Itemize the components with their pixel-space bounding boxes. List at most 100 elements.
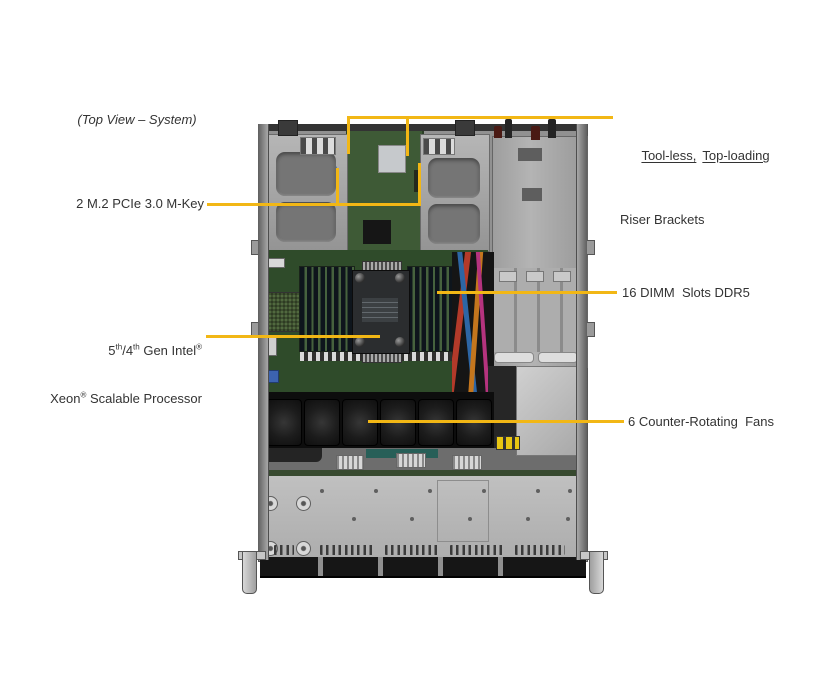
vent-slots bbox=[450, 545, 504, 555]
dimm-bank-right bbox=[407, 266, 459, 352]
screw bbox=[410, 517, 414, 521]
rack-ear-left-hook bbox=[242, 551, 257, 594]
riser-label-word2: Top-loading bbox=[702, 148, 770, 163]
cpu-screw bbox=[355, 273, 365, 283]
screw bbox=[296, 541, 311, 556]
processor-label-frag: 5 bbox=[108, 343, 116, 358]
riser-cutout bbox=[428, 204, 480, 244]
bay-divider bbox=[498, 557, 503, 576]
bottom-cover bbox=[262, 476, 586, 557]
callout-label-fans: 6 Counter-Rotating Fans bbox=[628, 414, 774, 429]
callout-line-m2-up2 bbox=[418, 163, 421, 206]
cpu-screw bbox=[355, 337, 365, 347]
psu-handle bbox=[538, 352, 578, 363]
vent-slots bbox=[274, 545, 294, 555]
riser-cutout bbox=[276, 202, 336, 242]
cover-outline bbox=[437, 480, 489, 542]
tray-connector bbox=[452, 455, 482, 470]
screw bbox=[526, 517, 530, 521]
callout-line-m2-up1 bbox=[336, 168, 339, 206]
bay-divider bbox=[318, 557, 323, 576]
hinge-right bbox=[455, 120, 475, 136]
processor-label-frag: Scalable Processor bbox=[86, 391, 202, 406]
callout-line-riser-drop1 bbox=[347, 116, 350, 154]
cable-bundle bbox=[452, 252, 494, 398]
callout-label-m2: 2 M.2 PCIe 3.0 M-Key bbox=[76, 196, 204, 211]
riser-pcb-chip bbox=[363, 220, 391, 244]
cpu-screw bbox=[395, 337, 405, 347]
vent-slots bbox=[320, 545, 374, 555]
psu-ridged-panel bbox=[494, 268, 584, 352]
psu-latch bbox=[553, 271, 571, 282]
cpu-screw bbox=[395, 273, 405, 283]
mesh-heatsink bbox=[266, 292, 302, 332]
rack-ear-right-hook bbox=[589, 551, 604, 594]
callout-line-riser-drop2 bbox=[406, 116, 409, 156]
screw bbox=[568, 489, 572, 493]
psu-shroud-cutout bbox=[522, 188, 542, 201]
registered-mark: ® bbox=[80, 390, 87, 400]
callout-line-processor bbox=[206, 335, 380, 338]
warning-sticker bbox=[496, 436, 520, 450]
processor-label-line2: Xeon® Scalable Processor bbox=[28, 391, 202, 407]
drive-backplane bbox=[260, 557, 586, 578]
screw bbox=[482, 489, 486, 493]
psu-latch bbox=[499, 271, 517, 282]
figure-caption: (Top View – System) bbox=[77, 112, 197, 127]
callout-label-processor: 5th/4th Gen Intel® Xeon® Scalable Proces… bbox=[28, 311, 202, 439]
processor-label-line1: 5th/4th Gen Intel® bbox=[28, 343, 202, 359]
cpu-label-plate bbox=[362, 298, 398, 322]
psu-connector-tab bbox=[531, 126, 540, 140]
screw bbox=[352, 517, 356, 521]
callout-label-riser-brackets: Tool-less, Top-loading Riser Brackets bbox=[620, 100, 770, 260]
psu-connector-tab bbox=[505, 119, 512, 138]
riser-label-word1: Tool-less, bbox=[641, 148, 697, 163]
bay-divider bbox=[378, 557, 383, 576]
fan-module bbox=[266, 399, 302, 446]
chassis-rail-left bbox=[258, 124, 269, 560]
bay-divider bbox=[438, 557, 443, 576]
registered-mark: ® bbox=[196, 342, 202, 352]
screw bbox=[468, 517, 472, 521]
hinge-left bbox=[278, 120, 298, 136]
vent-slots bbox=[515, 545, 565, 555]
screw bbox=[320, 489, 324, 493]
psu-connector-tab bbox=[494, 126, 502, 138]
psu-shroud-cutout bbox=[518, 148, 542, 161]
riser-pcb-connector bbox=[378, 145, 406, 173]
screw bbox=[374, 489, 378, 493]
screw bbox=[428, 489, 432, 493]
tray-connector bbox=[336, 455, 364, 470]
riser-latch-right bbox=[423, 138, 455, 155]
callout-label-dimm: 16 DIMM Slots DDR5 bbox=[622, 285, 750, 300]
callout-line-fans bbox=[368, 420, 624, 423]
psu-latch bbox=[526, 271, 544, 282]
processor-label-sup: th bbox=[133, 342, 140, 352]
psu-handle bbox=[494, 352, 534, 363]
callout-line-riser-horizontal bbox=[347, 116, 613, 119]
dimm-bank-left bbox=[299, 266, 355, 352]
tray-connector bbox=[396, 453, 426, 468]
callout-line-m2-horizontal bbox=[207, 203, 421, 206]
callout-line-dimm bbox=[437, 291, 617, 294]
riser-cutout bbox=[428, 158, 480, 198]
tray-cables-dark bbox=[262, 448, 322, 462]
screw bbox=[296, 496, 311, 511]
fan-module bbox=[304, 399, 340, 446]
processor-label-frag: Gen Intel bbox=[139, 343, 197, 358]
riser-latch-left bbox=[300, 137, 336, 155]
riser-label-line1: Tool-less, Top-loading bbox=[620, 132, 770, 180]
processor-label-sup: th bbox=[115, 342, 123, 352]
screw bbox=[536, 489, 540, 493]
psu-lower-box bbox=[516, 366, 578, 456]
vent-slots bbox=[385, 545, 439, 555]
riser-label-line2: Riser Brackets bbox=[620, 212, 705, 227]
processor-label-frag: /4 bbox=[122, 343, 134, 358]
screw bbox=[566, 517, 570, 521]
riser-cutout bbox=[276, 152, 336, 196]
chassis-rail-right bbox=[576, 124, 587, 560]
board-edge-strip bbox=[262, 470, 586, 476]
psu-connector-tab bbox=[548, 119, 556, 138]
